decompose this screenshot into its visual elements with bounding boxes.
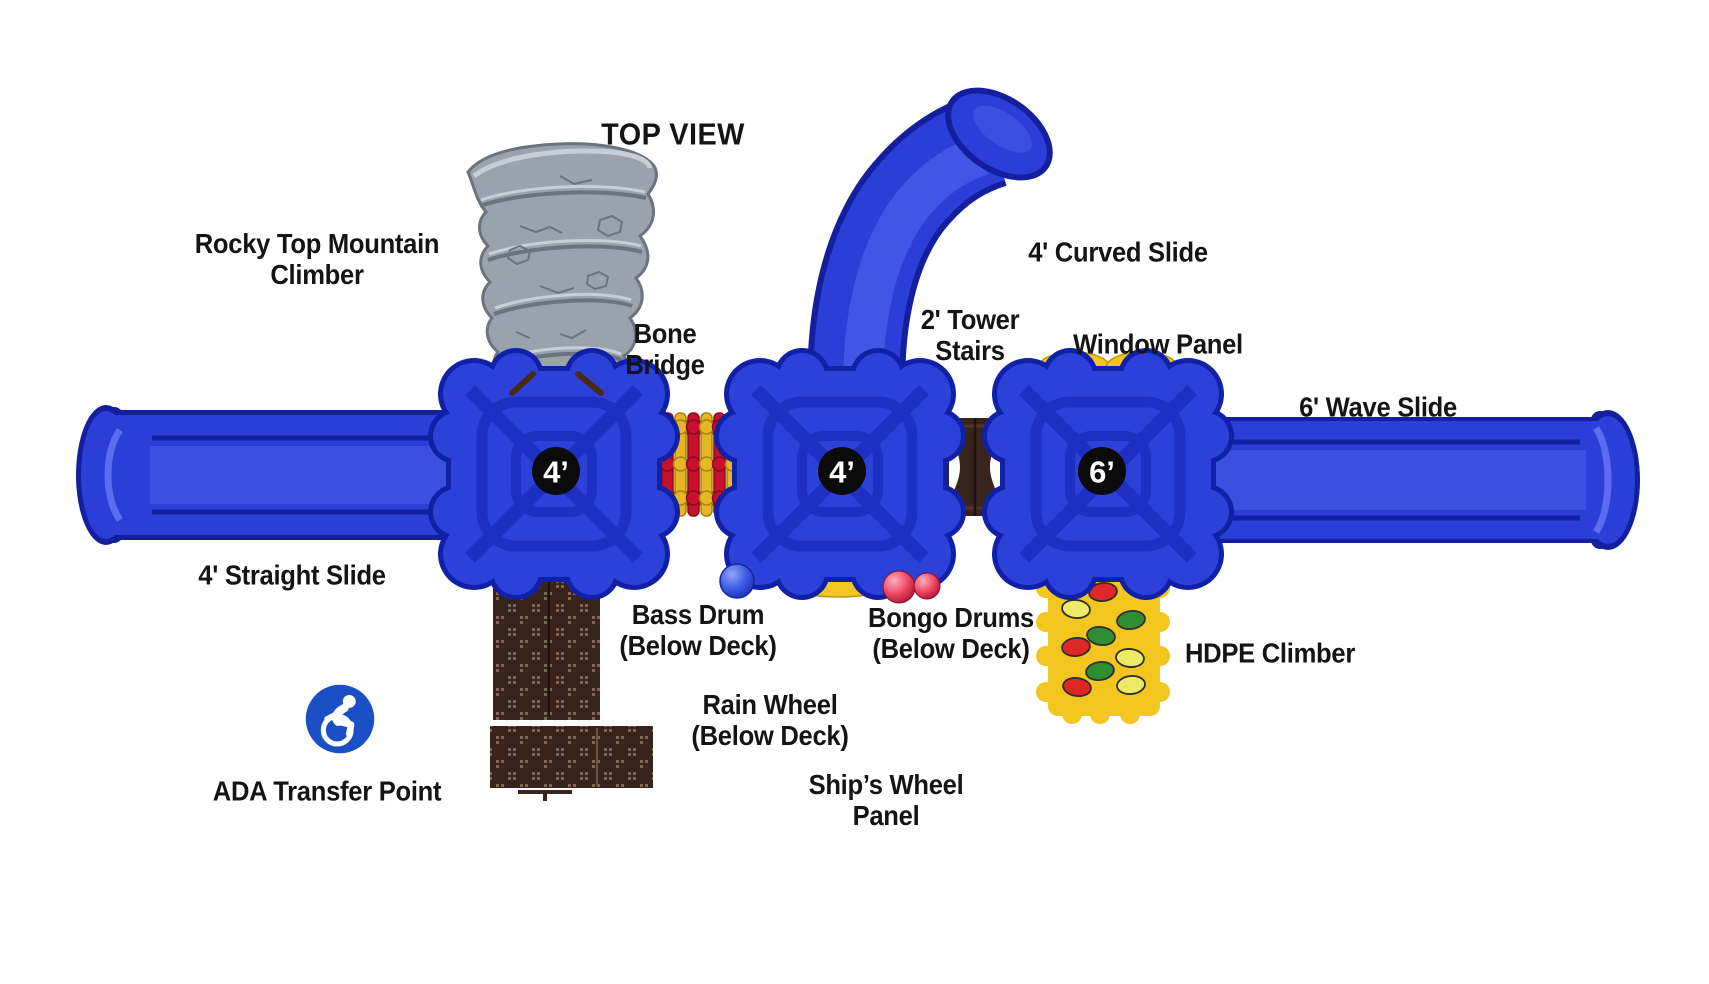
wave-slide: [1196, 410, 1640, 550]
rock-climber-hooks: [509, 371, 604, 396]
label-bass-drum: Bass Drum (Below Deck): [619, 598, 777, 661]
label-window-panel: Window Panel: [1073, 328, 1243, 360]
label-hdpe-climber: HDPE Climber: [1184, 637, 1356, 669]
label-tower-stairs: 2' Tower Stairs: [920, 303, 1020, 366]
label-wave-slide: 6' Wave Slide: [1299, 391, 1457, 423]
label-bone-bridge: Bone Bridge: [625, 317, 705, 380]
deck-badge-4-left: 4’: [532, 447, 580, 495]
straight-slide: [76, 405, 475, 545]
label-curved-slide: 4' Curved Slide: [1028, 236, 1208, 268]
deck-badge-6-right: 6’: [1078, 447, 1126, 495]
page-title: TOP VIEW: [601, 116, 745, 152]
label-ada-transfer-point: ADA Transfer Point: [212, 775, 442, 807]
deck-badge-label: 4’: [543, 455, 569, 490]
label-rain-wheel: Rain Wheel (Below Deck): [691, 688, 849, 751]
bass-drum: [719, 563, 755, 599]
label-bongo-drums: Bongo Drums (Below Deck): [867, 601, 1035, 664]
label-ships-wheel-panel: Ship’s Wheel Panel: [808, 768, 964, 831]
deck-badge-label: 6’: [1089, 455, 1115, 490]
label-straight-slide: 4' Straight Slide: [198, 559, 386, 591]
bongo-drums: [882, 570, 941, 604]
label-rocky-top-mountain-climber: Rocky Top Mountain Climber: [194, 227, 440, 290]
ada-wheelchair-icon: [305, 684, 375, 754]
deck-badge-4-middle: 4’: [818, 447, 866, 495]
deck-badge-label: 4’: [829, 455, 855, 490]
